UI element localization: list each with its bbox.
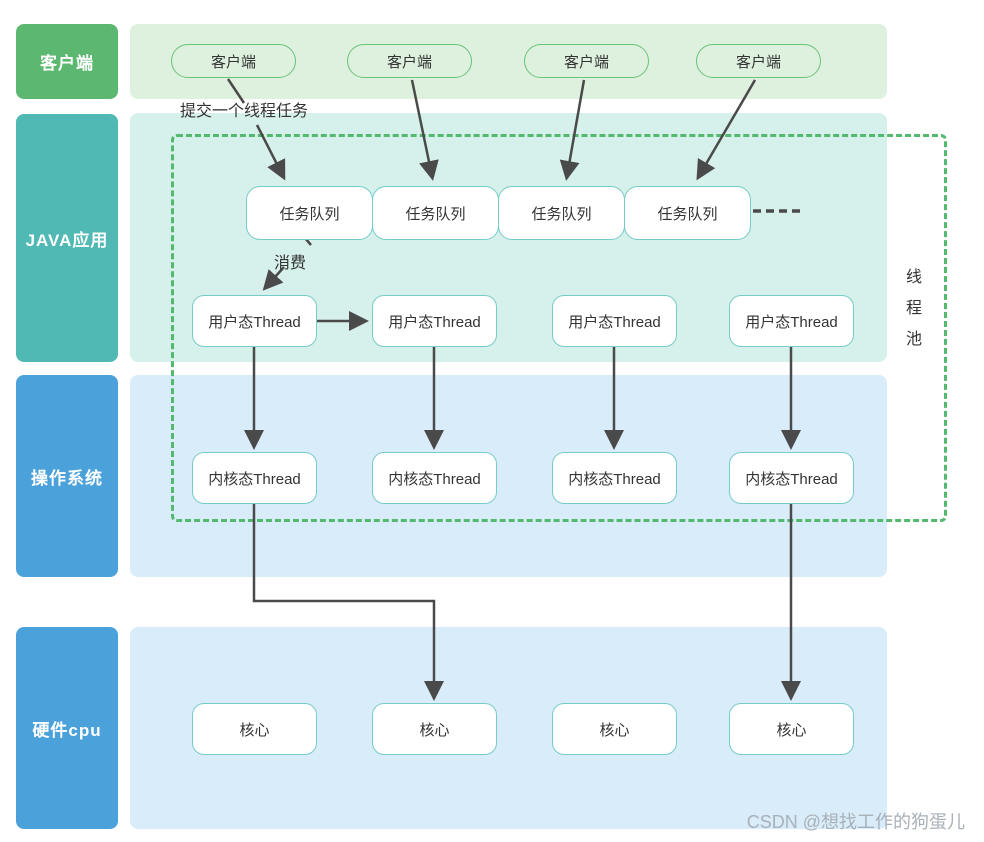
sidebar-layer-hardware: 硬件cpu bbox=[16, 627, 118, 829]
layer-label: 硬件cpu bbox=[32, 720, 102, 740]
client-label: 客户端 bbox=[386, 53, 432, 71]
task-queue-node: 任务队列 bbox=[246, 186, 373, 240]
client-node: 客户端 bbox=[347, 44, 472, 78]
sidebar-layer-java: JAVA应用 bbox=[16, 114, 118, 362]
user-thread-node: 用户态Thread bbox=[192, 295, 317, 347]
user-thread-node: 用户态Thread bbox=[552, 295, 677, 347]
kernel-thread-label: 内核态Thread bbox=[745, 470, 838, 488]
kernel-thread-node: 内核态Thread bbox=[372, 452, 497, 504]
kernel-thread-node: 内核态Thread bbox=[192, 452, 317, 504]
core-label: 核心 bbox=[776, 721, 807, 739]
user-thread-label: 用户态Thread bbox=[388, 313, 481, 331]
task-queue-node: 任务队列 bbox=[498, 186, 625, 240]
core-label: 核心 bbox=[419, 721, 450, 739]
kernel-thread-label: 内核态Thread bbox=[208, 470, 301, 488]
task-queue-label: 任务队列 bbox=[279, 205, 340, 223]
core-label: 核心 bbox=[239, 721, 270, 739]
kernel-thread-label: 内核态Thread bbox=[388, 470, 481, 488]
core-node: 核心 bbox=[552, 703, 677, 755]
task-queue-label: 任务队列 bbox=[657, 205, 718, 223]
kernel-thread-node: 内核态Thread bbox=[729, 452, 854, 504]
client-label: 客户端 bbox=[735, 53, 781, 71]
task-queue-node: 任务队列 bbox=[624, 186, 751, 240]
client-node: 客户端 bbox=[524, 44, 649, 78]
layer-label: JAVA应用 bbox=[25, 230, 109, 250]
user-thread-label: 用户态Thread bbox=[208, 313, 301, 331]
client-node: 客户端 bbox=[171, 44, 296, 78]
thread-pool-border bbox=[171, 134, 947, 522]
core-node: 核心 bbox=[729, 703, 854, 755]
core-node: 核心 bbox=[192, 703, 317, 755]
consume-label: 消费 bbox=[274, 255, 307, 272]
task-queue-label: 任务队列 bbox=[405, 205, 466, 223]
band-client-layer bbox=[130, 24, 887, 99]
user-thread-node: 用户态Thread bbox=[372, 295, 497, 347]
thread-pool-label: 线程池 bbox=[903, 268, 920, 361]
sidebar-layer-os: 操作系统 bbox=[16, 375, 118, 577]
sidebar-layer-client: 客户端 bbox=[16, 24, 118, 99]
submit-task-label: 提交一个线程任务 bbox=[180, 103, 309, 120]
core-node: 核心 bbox=[372, 703, 497, 755]
user-thread-node: 用户态Thread bbox=[729, 295, 854, 347]
client-label: 客户端 bbox=[563, 53, 609, 71]
user-thread-label: 用户态Thread bbox=[568, 313, 661, 331]
kernel-thread-node: 内核态Thread bbox=[552, 452, 677, 504]
client-node: 客户端 bbox=[696, 44, 821, 78]
layer-label: 客户端 bbox=[40, 54, 94, 73]
task-queue-node: 任务队列 bbox=[372, 186, 499, 240]
core-label: 核心 bbox=[599, 721, 630, 739]
csdn-watermark: CSDN @想找工作的狗蛋儿 bbox=[746, 812, 965, 832]
kernel-thread-label: 内核态Thread bbox=[568, 470, 661, 488]
layer-label: 操作系统 bbox=[31, 468, 103, 488]
user-thread-label: 用户态Thread bbox=[745, 313, 838, 331]
task-queue-label: 任务队列 bbox=[531, 205, 592, 223]
client-label: 客户端 bbox=[210, 53, 256, 71]
